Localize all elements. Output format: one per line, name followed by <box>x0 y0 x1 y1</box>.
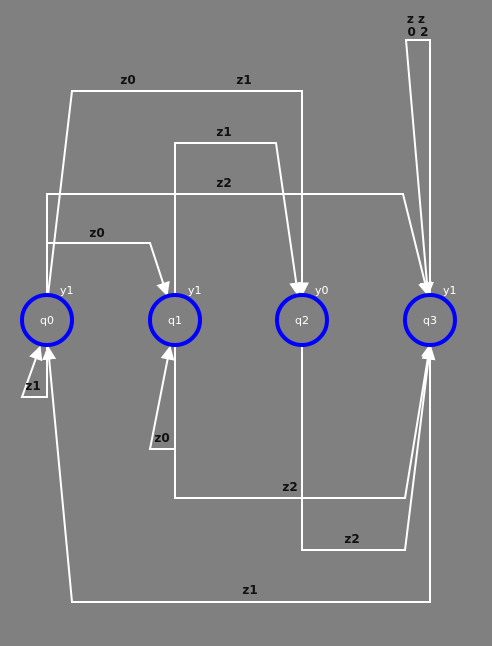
edge-label-q0-q0: z1 <box>25 379 40 393</box>
edge-q2-q3 <box>301 345 436 551</box>
state-output-q2: y0 <box>315 284 329 297</box>
state-q2[interactable]: q2 y0 <box>275 284 329 347</box>
edge-label-q0-q3: z2 <box>216 176 231 190</box>
edge-q0-q3 <box>46 193 432 297</box>
state-output-q3: y1 <box>443 284 457 297</box>
state-name-q3: q3 <box>423 314 437 327</box>
edge-q0-q1 <box>46 242 170 297</box>
edge-label-q0-q1: z0 <box>89 226 104 240</box>
state-output-q0: y1 <box>60 284 74 297</box>
edge-label-q1-q2: z1 <box>216 125 231 139</box>
edge-label-q3-q0: z1 <box>242 583 257 597</box>
state-q3[interactable]: q3 y1 <box>403 284 457 347</box>
edge-q3-q0 <box>42 345 431 603</box>
edge-label-q0-q2: z0 <box>120 73 135 87</box>
state-output-q1: y1 <box>188 284 202 297</box>
edge-label-q1-q1: z0 <box>154 431 169 445</box>
state-q1[interactable]: q1 y1 <box>148 284 202 347</box>
edge-label-q2-q3: z2 <box>344 532 359 546</box>
state-q0[interactable]: q0 y1 <box>20 284 74 347</box>
edge-q1-q2 <box>174 142 304 297</box>
edge-label-q1-q3: z2 <box>282 480 297 494</box>
edge-q3-q3 <box>404 39 434 297</box>
state-name-q1: q1 <box>168 314 182 327</box>
state-name-q0: q0 <box>40 314 54 327</box>
edge-label-q3-q2: z1 <box>236 73 251 87</box>
state-name-q2: q2 <box>295 314 309 327</box>
edge-label-q3-q3: z z 0 2 <box>407 12 429 39</box>
edge-q0-q0 <box>20 345 48 398</box>
edge-q1-q3 <box>174 343 435 499</box>
